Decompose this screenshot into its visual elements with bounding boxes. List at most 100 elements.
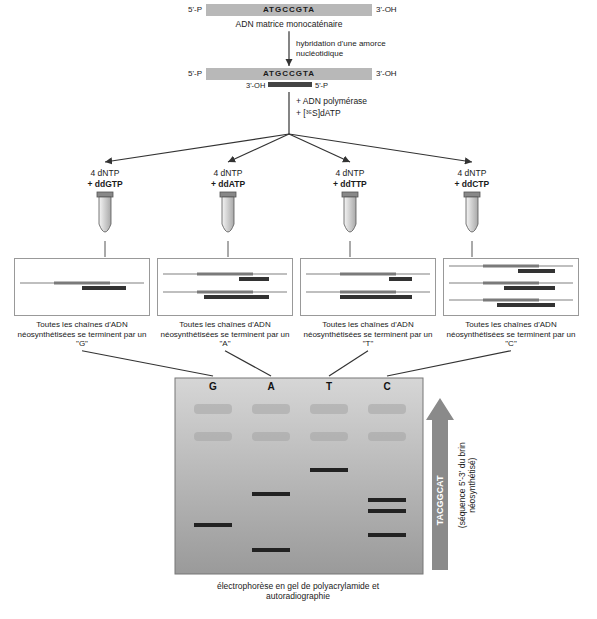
test-tube [464,192,480,257]
strand-caption: ADN matrice monocaténaire [206,19,372,29]
reaction-panel: Toutes les chaînes d'ADN néosynthétisées… [14,258,150,349]
panel-caption: Toutes les chaînes d'ADN néosynthétisées… [157,320,293,349]
tube-lead [472,241,473,257]
strand-end: 3'-OH [376,69,397,79]
hybrid-strand-box: ATGCCGTA [206,68,372,80]
gel-band [368,509,406,513]
tube-label: 4 dNTP [214,168,243,178]
test-tube [97,192,113,257]
smudge [368,432,406,441]
tube-label: + ddTTP [333,179,367,189]
lane-letter: A [263,381,279,392]
smudge [194,404,232,414]
step-label: hybridation d'une amorce nucléotidique [296,39,406,58]
strand-pairs [20,282,144,291]
reaction-panel: Toutes les chaînes d'ADN néosynthétisées… [300,258,436,349]
reading-arrow [426,398,454,570]
test-tube [220,192,236,257]
new-chain [340,295,412,299]
new-chain [518,269,555,273]
connector [82,351,213,376]
connector [387,351,511,376]
template-sequence [197,291,253,294]
template-strand [449,282,573,284]
new-chain [504,286,555,290]
tube-label: + ddATP [211,179,245,189]
smudge [368,404,406,414]
tube-lead [105,241,106,257]
panel-caption: Toutes les chaînes d'ADN néosynthétisées… [14,320,150,349]
stem-line [288,92,289,134]
sequence-readout: TACGGCAT [435,460,446,540]
template-sequence [54,282,110,285]
gel-slab [175,378,423,574]
primer-strand [268,82,312,87]
tube-body [99,197,111,232]
template-strand [163,291,287,293]
tube-label: + ddGTP [88,179,123,189]
template-strand [449,265,573,267]
strand-pairs [163,273,287,300]
tube-lead [228,241,229,257]
template-sequence [340,273,396,276]
lane-letter: G [205,381,221,392]
gel-box: GATC [175,378,423,574]
tube-label: 4 dNTP [458,168,487,178]
gel-bands [194,468,406,552]
strand-sequence: ATGCCGTA [206,68,372,80]
template-sequence [483,282,539,285]
template-strand [306,291,430,293]
smudge [194,432,232,441]
fan-arrow [228,134,289,162]
tube-cap [97,192,113,197]
lane-letter: T [321,381,337,392]
gel-band [252,492,290,496]
template-sequence [483,265,539,268]
reagent-label: + ADN polymérase [296,96,367,106]
smudge [310,432,348,441]
panel-frame [157,258,293,316]
tube-label: 4 dNTP [336,168,365,178]
template-sequence [340,291,396,294]
strand-end: 3'-OH [376,5,397,15]
tube-lead [350,241,351,257]
new-chain [204,295,269,299]
fan-arrow [105,134,289,162]
strand-end: 5'-P [188,69,202,79]
gel-band [310,468,348,472]
connector [288,31,289,66]
tube-body [222,197,234,232]
panel-frame [443,258,579,316]
reagent-label: + [³⁵S]dATP [296,108,341,118]
gel-band [368,498,406,502]
tube-label: + ddCTP [455,179,490,189]
tube-cap [220,192,236,197]
axis-note: (séquence 5'-3' du brin néosynthétisé) [457,425,477,545]
connector [329,351,368,376]
connector [225,351,271,376]
tube-cap [342,192,358,197]
gel-band [194,523,232,527]
fan-arrow [289,134,472,162]
tube-cap [464,192,480,197]
new-chain [389,277,412,281]
smudge [310,404,348,414]
template-strand [306,273,430,275]
reaction-panel: Toutes les chaînes d'ADN néosynthétisées… [443,258,579,349]
template-strand [449,299,573,301]
tube-body [466,197,478,232]
primer-end: 5'-P [315,81,328,90]
gel-smudges [194,404,406,441]
test-tube [342,192,358,257]
new-chain [497,303,555,307]
tube-label: 4 dNTP [91,168,120,178]
lane-letter: C [379,381,395,392]
smudge [252,404,290,414]
strand-pairs [306,273,430,300]
template-sequence [483,299,539,302]
gel-caption: électrophorèse en gel de polyacrylamide … [193,581,403,601]
strand-pairs [449,265,573,308]
template-strand-box: ATGCCGTAADN matrice monocaténaire [206,4,372,29]
template-strand [20,282,144,284]
